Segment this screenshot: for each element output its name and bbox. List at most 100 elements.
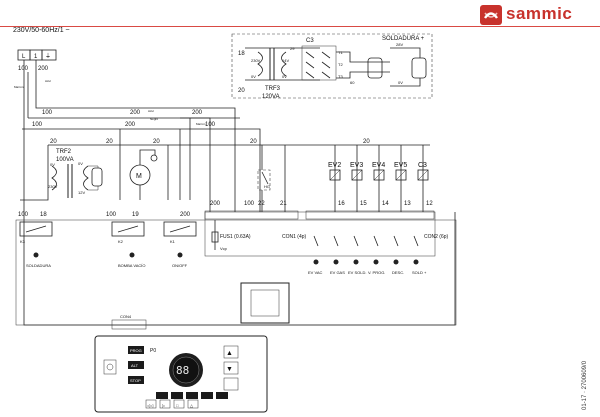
trf3-name: TRF3 — [265, 86, 281, 92]
con2-pin: 13 — [404, 201, 411, 207]
up-arrow-icon: ▲ — [226, 350, 233, 357]
relay-label: ON/OFF — [172, 263, 188, 268]
panel-button-d[interactable] — [201, 392, 213, 399]
bottom-button[interactable] — [159, 399, 171, 409]
valve-label: C3 — [418, 162, 427, 169]
bottom-button-label: ◁◁ — [147, 403, 154, 408]
panel-button-a[interactable] — [156, 392, 168, 399]
con2-pin: 12 — [426, 201, 433, 207]
motor-symbol: M — [136, 173, 142, 180]
relay-id: K1 — [170, 239, 176, 244]
bottom-button[interactable] — [173, 399, 185, 409]
con1-pin: 100 — [244, 201, 255, 207]
weld-wire-number: 18 — [238, 51, 245, 57]
contactor-c3-switches: T1 T2 T3 29 — [290, 45, 343, 81]
prog-button-label: PROG — [130, 348, 142, 353]
output-label: EV SOLD. — [348, 270, 366, 275]
wire-color-note: Negro — [150, 117, 159, 121]
bottom-button-label: □ — [176, 403, 179, 408]
output-label: SOLD + — [412, 270, 427, 275]
fuse-label: FUS1 (0.63A) — [220, 234, 251, 240]
trf3-rating: 120VA — [262, 94, 280, 100]
valve-ev4: EV4 — [372, 162, 385, 181]
wire-number: 100 — [18, 66, 29, 72]
trf3-pin: 0V — [282, 74, 287, 79]
output-label: DESC. — [392, 270, 404, 275]
display-window — [240, 282, 290, 324]
relay-k3: K3 18 100 SOLDADURA — [18, 212, 53, 268]
panel-button-c[interactable] — [186, 392, 198, 399]
led-icon — [129, 252, 135, 258]
transformer-trf3: 230V 0V 14V 0V TRF3 120VA — [251, 48, 289, 100]
bottom-button-label: ▷ — [162, 403, 166, 408]
fuse-fus1: FUS1 (0.63A) Vcp — [211, 220, 251, 251]
brand-logo: sammic — [480, 4, 596, 26]
con4-ribbon — [111, 319, 147, 330]
header-rule — [0, 26, 600, 27]
wire-number: 20 — [363, 139, 370, 145]
weld-voltage: 0V — [398, 80, 403, 85]
vacuum-pump-motor: M — [129, 149, 158, 186]
wire-number: 20 — [250, 139, 257, 145]
bottom-button[interactable] — [187, 399, 199, 409]
relay-pin: 19 — [132, 212, 139, 218]
weld-wire-number: T1 — [338, 50, 343, 55]
connector-area — [204, 211, 436, 257]
valve-ev2: EV2 — [328, 162, 341, 181]
valve-ev5: EV5 — [394, 162, 407, 181]
con2-block — [305, 210, 435, 220]
vacuostat-label: HG — [264, 184, 270, 189]
bottom-button[interactable] — [145, 399, 157, 409]
down-arrow-icon: ▼ — [226, 366, 233, 373]
drawing-code: 01-17 · 2700609/0 — [582, 360, 588, 410]
panel-button-e[interactable] — [216, 392, 228, 399]
stop-button[interactable] — [128, 376, 144, 384]
weld-wire-number: 20 — [238, 88, 245, 94]
wire-number: 20 — [106, 139, 113, 145]
down-button[interactable] — [223, 361, 239, 375]
terminal-l: L — [22, 54, 26, 60]
weld-resistor-b — [411, 57, 427, 79]
con2-pin: 14 — [382, 201, 389, 207]
trf2-pin: 12V — [78, 190, 85, 195]
panel-button-b[interactable] — [171, 392, 183, 399]
relay-k2: K2 19 100 BOMBA VACÍO — [106, 212, 146, 268]
up-button[interactable] — [223, 345, 239, 359]
con2-pin: 16 — [338, 201, 345, 207]
con1-pin: 22 — [258, 201, 265, 207]
supply-terminal-block: L 1 ⏚ — [17, 49, 57, 61]
weld-voltage: 28V — [396, 42, 403, 47]
weld-box-title: SOLDADURA + — [382, 36, 425, 42]
relay-label: SOLDADURA — [26, 263, 51, 268]
wire-color-note: Azul — [45, 79, 51, 83]
wire-color-note: Marrón — [196, 122, 206, 126]
trf3-pin: 14V — [282, 58, 289, 63]
wire-number: 100 — [42, 110, 53, 116]
display-inner — [250, 289, 280, 317]
weld-resistor-a — [367, 57, 383, 79]
relay-pin: 100 — [106, 212, 117, 218]
relay-label: BOMBA VACÍO — [118, 263, 146, 268]
program-icon — [103, 359, 117, 375]
valve-label: EV5 — [394, 162, 407, 169]
led-icon — [33, 252, 39, 258]
relay-id: K3 — [20, 239, 26, 244]
trf2-pin: 0V — [50, 162, 55, 167]
weld-wire-number: T3 — [338, 74, 343, 79]
relay-id: K2 — [118, 239, 124, 244]
output-label: EV GAS — [330, 270, 345, 275]
prog-button[interactable] — [128, 346, 144, 354]
supply-label: 230V/50-60Hz/1 ~ — [13, 27, 70, 34]
trf3-pin: 230V — [251, 58, 261, 63]
ok-button[interactable] — [223, 377, 239, 391]
control-panel: PROG ALT STOP P0 88 ▲ ▼ ◁◁ ▷ □ △ — [94, 335, 268, 413]
alt-button-label: ALT — [131, 363, 139, 368]
vacuostat: HG — [257, 169, 271, 191]
con1-label: CON1 (4p) — [282, 234, 307, 240]
sammic-mark-icon — [480, 5, 502, 25]
stop-button-label: STOP — [130, 378, 141, 383]
wire-number: 200 — [192, 110, 203, 116]
con2-label: CON2 (6p) — [424, 234, 449, 240]
alt-button[interactable] — [128, 361, 144, 369]
